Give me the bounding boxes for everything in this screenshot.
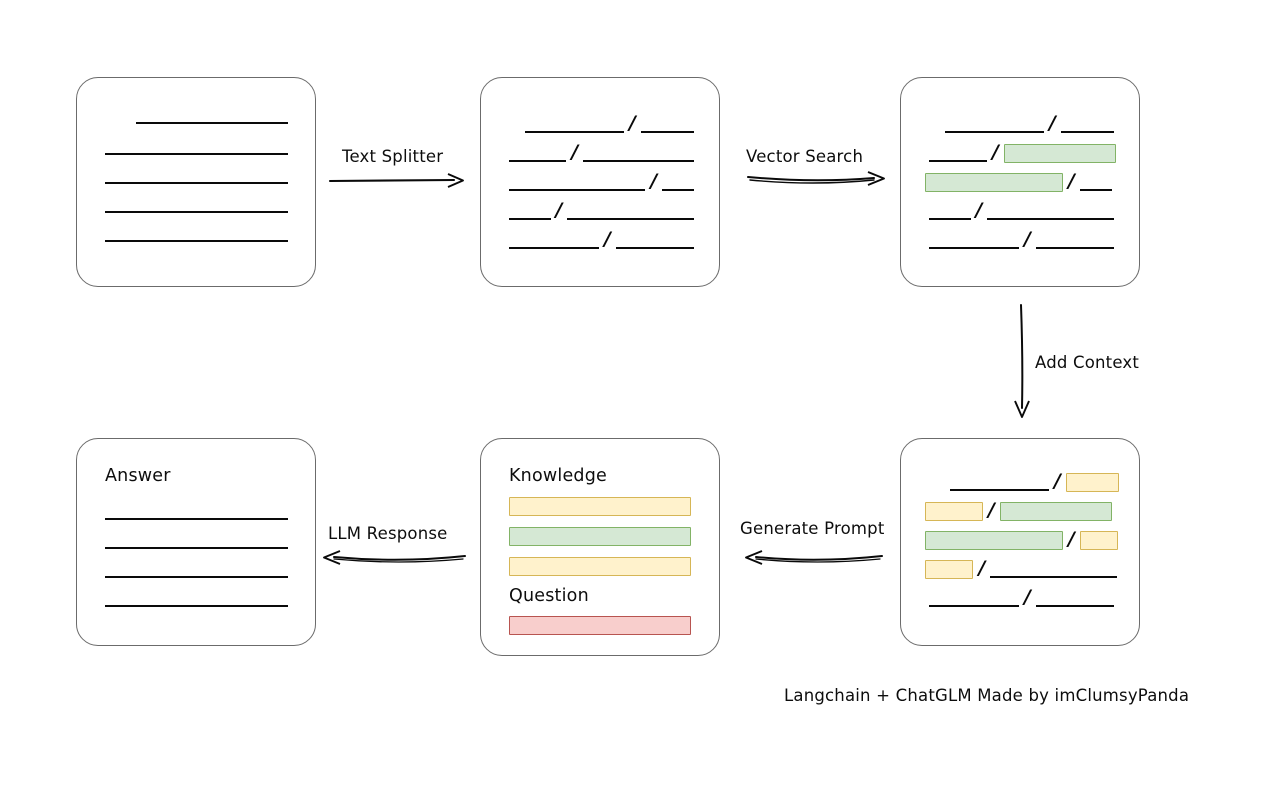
separator-slash: /: [975, 198, 983, 221]
separator-slash: /: [555, 198, 563, 221]
separator-slash: /: [603, 227, 611, 250]
arrow-label-generate-prompt: Generate Prompt: [740, 519, 885, 538]
document-row: /: [925, 500, 1119, 522]
answer-line: [105, 605, 288, 607]
highlight-chip-yellow: [925, 501, 983, 521]
diagram-caption: Langchain + ChatGLM Made by imClumsyPand…: [784, 686, 1190, 705]
separator-slash: /: [1068, 169, 1075, 192]
highlight-chip-yellow: [1079, 530, 1118, 550]
separator-slash: /: [1023, 585, 1031, 608]
highlight-chip-yellow: [925, 559, 974, 579]
separator-slash: /: [629, 111, 636, 134]
knowledge-bar-yellow: [509, 497, 691, 516]
arrow-label-add-context: Add Context: [1035, 353, 1140, 372]
arrow-label-vector-search: Vector Search: [746, 147, 864, 166]
separator-slash: /: [571, 140, 579, 163]
document-line: [105, 211, 288, 213]
text-segment: [945, 131, 1045, 133]
document-row: /: [925, 171, 1117, 193]
arrow-llm-response: [323, 550, 466, 565]
highlight-chip-yellow: [1066, 472, 1119, 492]
highlight-chip-green: [925, 530, 1063, 550]
text-segment: [615, 247, 694, 249]
text-segment: [509, 189, 646, 191]
answer-box: Answer: [76, 438, 316, 646]
arrow-label-llm-response: LLM Response: [328, 524, 448, 543]
text-segment: [950, 489, 1050, 491]
arrow-vector-search: [747, 171, 885, 186]
question-title: Question: [509, 586, 589, 606]
highlight-chip-green: [925, 172, 1063, 192]
knowledge-bar-green: [509, 527, 691, 546]
text-segment: [929, 218, 971, 220]
document-row: /: [925, 558, 1117, 580]
arrow-generate-prompt: [745, 550, 883, 565]
answer-line: [105, 547, 288, 549]
document-row: /: [509, 142, 694, 164]
text-segment: [1035, 605, 1114, 607]
arrow-add-context: [1014, 304, 1030, 418]
vector-matched-document-box: / / / / /: [900, 77, 1140, 287]
answer-line: [105, 518, 288, 520]
answer-title: Answer: [105, 466, 171, 486]
text-segment: [1061, 131, 1114, 133]
separator-slash: /: [978, 556, 986, 579]
document-line: [105, 240, 288, 242]
text-segment: [509, 247, 599, 249]
document-row: /: [509, 113, 694, 135]
separator-slash: /: [1023, 227, 1031, 250]
document-line: [136, 122, 288, 124]
text-segment: [583, 160, 694, 162]
separator-slash: /: [988, 498, 995, 521]
context-document-box: / / / / /: [900, 438, 1140, 646]
text-segment: [929, 605, 1019, 607]
text-segment: [1079, 189, 1112, 191]
document-row: /: [929, 471, 1119, 493]
source-document-box: [76, 77, 316, 287]
highlight-chip-green: [1003, 143, 1116, 163]
document-row: /: [509, 171, 694, 193]
document-line: [105, 182, 288, 184]
separator-slash: /: [1068, 527, 1075, 550]
text-segment: [641, 131, 694, 133]
document-line: [105, 153, 288, 155]
text-segment: [662, 189, 694, 191]
answer-line: [105, 576, 288, 578]
text-segment: [1035, 247, 1114, 249]
text-segment: [987, 218, 1114, 220]
text-segment: [990, 576, 1117, 578]
text-segment: [929, 160, 987, 162]
document-row: /: [929, 587, 1114, 609]
text-segment: [929, 247, 1019, 249]
text-segment: [567, 218, 694, 220]
text-segment: [509, 160, 567, 162]
text-segment: [525, 131, 625, 133]
knowledge-title: Knowledge: [509, 466, 607, 486]
separator-slash: /: [1054, 469, 1061, 492]
document-row: /: [929, 113, 1114, 135]
document-row: /: [929, 142, 1119, 164]
separator-slash: /: [1049, 111, 1056, 134]
text-segment: [509, 218, 551, 220]
document-row: /: [929, 229, 1114, 251]
split-document-box: / / / / /: [480, 77, 720, 287]
arrow-text-splitter: [328, 173, 464, 188]
arrow-label-text-splitter: Text Splitter: [342, 147, 444, 166]
document-row: /: [929, 200, 1114, 222]
separator-slash: /: [992, 140, 999, 163]
prompt-box: Knowledge Question: [480, 438, 720, 656]
question-bar-red: [509, 616, 691, 635]
document-row: /: [925, 529, 1121, 551]
separator-slash: /: [650, 169, 658, 192]
knowledge-bar-yellow: [509, 557, 691, 576]
document-row: /: [509, 200, 694, 222]
document-row: /: [509, 229, 694, 251]
highlight-chip-green: [999, 501, 1112, 521]
